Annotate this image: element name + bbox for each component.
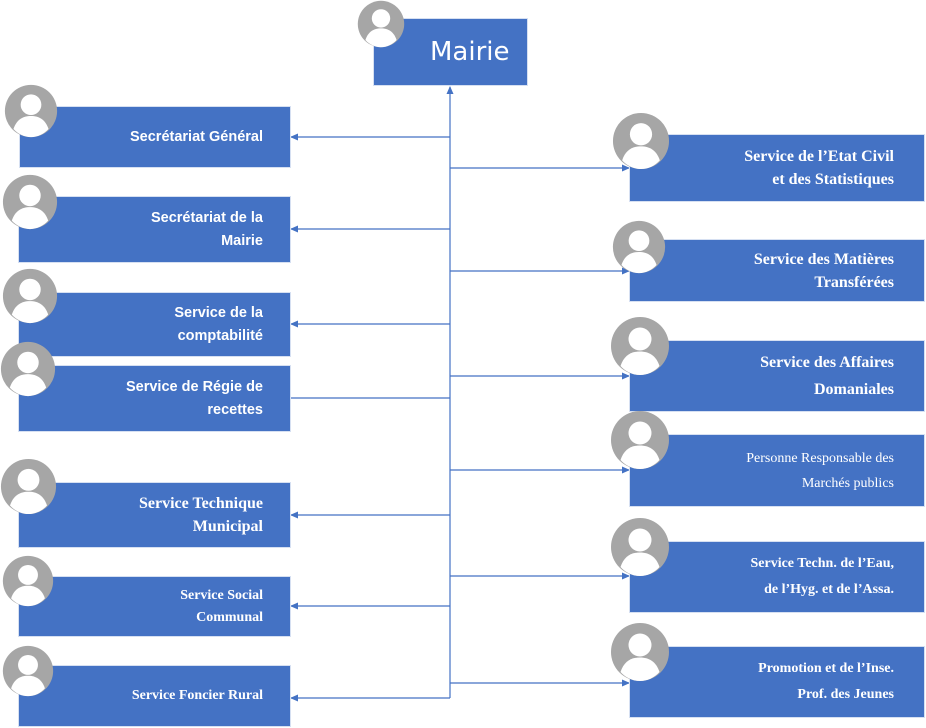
person-avatar-icon [611,317,669,375]
node-label: Secrétariat Général [130,128,263,145]
node-label: Service Technique Municipal [138,495,263,535]
node-label: Service des Affaires Domaniales [760,354,894,398]
root-node-mairie: Mairie [373,18,528,86]
person-avatar-icon [2,268,58,324]
person-avatar-icon [611,518,669,576]
node-label: Service de l’Etat Civil et des Statistiq… [744,148,894,188]
person-avatar-icon [612,112,670,170]
node-label: Service Foncier Rural [131,688,263,703]
node-service-regie-recettes: Service de Régie de recettes [18,365,291,432]
node-personne-responsable-marches: Personne Responsable des Marchés publics [629,434,925,507]
node-secretariat-mairie: Secrétariat de la Mairie [18,196,291,263]
node-service-technique-municipal: Service Technique Municipal [18,482,291,548]
person-avatar-icon [611,411,669,469]
node-label: Secrétariat de la Mairie [150,209,263,249]
person-avatar-icon [0,458,57,515]
node-service-techn-eau: Service Techn. de l’Eau, de l’Hyg. et de… [629,541,925,613]
person-avatar-icon [2,174,58,230]
node-label: Promotion et de l’Inse. Prof. des Jeunes [758,661,894,702]
person-avatar-icon [612,220,666,274]
person-avatar-icon [4,84,58,138]
node-service-matieres-transferees: Service des Matières Transférées [629,239,925,302]
root-node-label: Mairie [430,37,510,67]
node-label: Service Techn. de l’Eau, de l’Hyg. et de… [750,556,894,597]
node-label: Service de la comptabilité [174,304,263,344]
node-service-affaires-domaniales: Service des Affaires Domaniales [629,340,925,412]
person-avatar-icon [0,341,56,397]
node-service-etat-civil: Service de l’Etat Civil et des Statistiq… [629,134,925,202]
node-label: Service Social Communal [180,587,263,625]
node-service-comptabilite: Service de la comptabilité [18,292,291,357]
node-label: Service de Régie de recettes [125,378,263,418]
node-promotion-insertion-jeunes: Promotion et de l’Inse. Prof. des Jeunes [629,646,925,718]
person-avatar-icon [357,0,405,48]
person-avatar-icon [2,645,54,697]
node-label: Service des Matières Transférées [753,250,894,291]
node-service-social-communal: Service Social Communal [18,576,291,637]
node-label: Personne Responsable des Marchés publics [746,450,894,491]
node-secretariat-general: Secrétariat Général [19,106,291,168]
person-avatar-icon [2,555,54,607]
person-avatar-icon [611,623,669,681]
node-service-foncier-rural: Service Foncier Rural [18,665,291,727]
